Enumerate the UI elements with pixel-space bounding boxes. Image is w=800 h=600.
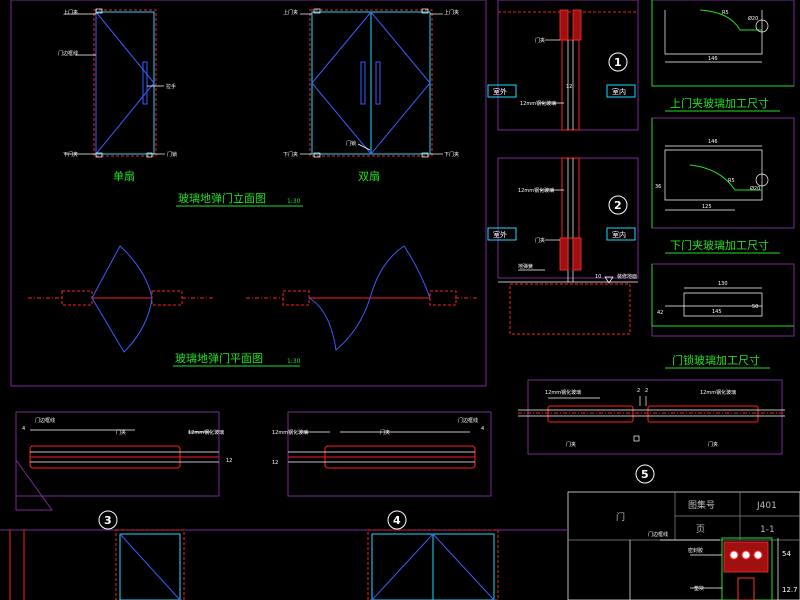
title-block-page-label: 页 xyxy=(696,524,705,535)
title-block-atlas-label: 图集号 xyxy=(688,499,715,511)
profile-seal-callout: 密封胶 xyxy=(688,547,703,554)
detail-3-glass-callout: 12mm钢化玻璃 xyxy=(188,429,224,436)
lock-glass-inner: 50 xyxy=(752,304,758,310)
detail-5-section xyxy=(518,379,785,455)
detail-3-clamp-callout: 门夹 xyxy=(116,429,126,436)
top-clamp-width: 146 xyxy=(708,56,718,62)
top-clamp-title: 上门夹玻璃加工尺寸 xyxy=(670,96,769,110)
profile-dim-a: 54 xyxy=(782,550,791,558)
detail-1-clamp-callout: 门夹 xyxy=(535,37,545,44)
profile-dim-b: 12.7 xyxy=(782,586,798,594)
detail-5-clamp-right: 门夹 xyxy=(708,441,718,448)
bottom-clamp-width: 146 xyxy=(708,139,718,145)
detail-3-dim: 12 xyxy=(226,458,232,464)
detail-1-marker xyxy=(608,52,628,72)
double-top-clamp-right-callout: 上门夹 xyxy=(444,9,459,16)
single-handle-callout: 拉手 xyxy=(166,83,176,90)
bottom-clamp-radius: R5 xyxy=(728,178,735,184)
detail-2-dim: 10 xyxy=(595,274,601,280)
detail-4-end: 4 xyxy=(481,426,484,432)
single-frame-edge-callout: 门边框线 xyxy=(58,50,78,57)
detail-4-glass-callout: 12mm钢化玻璃 xyxy=(272,429,308,436)
single-door-elevation xyxy=(64,8,165,158)
detail-2-inside-label: 室内 xyxy=(612,230,626,239)
detail-4-frame-callout: 门边框线 xyxy=(458,417,478,424)
detail-2-finish-callout: 装修地面 xyxy=(617,273,637,280)
detail-1-outside-tag xyxy=(487,84,517,98)
top-clamp-glass-drawing xyxy=(651,0,795,87)
detail-1-inside-tag xyxy=(606,84,636,98)
bottom-clamp-title: 下门夹玻璃加工尺寸 xyxy=(670,238,769,252)
detail-2-floor-callout: 地弹簧 xyxy=(518,263,533,270)
detail-4-marker xyxy=(387,510,407,530)
bottom-door-elevations xyxy=(0,529,568,600)
profile-part-callout: 垫块 xyxy=(694,585,704,592)
detail-3-end: 4 xyxy=(22,426,25,432)
detail-2-marker-number: 2 xyxy=(614,199,622,212)
detail-5-marker-number: 5 xyxy=(641,468,649,481)
detail-3-marker-number: 3 xyxy=(104,514,112,527)
bottom-clamp-glass-drawing xyxy=(651,117,795,229)
single-top-clamp-callout: 上门夹 xyxy=(63,9,78,16)
detail-5-marker xyxy=(635,464,655,484)
lock-glass-bottom: 145 xyxy=(712,309,722,315)
top-clamp-hole: Ø20 xyxy=(748,15,758,22)
detail-5-glass-callout: 12mm钢化玻璃 xyxy=(545,389,581,396)
detail-2-section xyxy=(497,157,639,335)
elevation-scale: 1:30 xyxy=(287,198,301,205)
title-block-atlas-no: J401 xyxy=(756,501,777,511)
title-block-name: 门 xyxy=(616,511,625,523)
detail-3-frame-callout: 门边框线 xyxy=(35,417,55,424)
lock-glass-title: 门锁玻璃加工尺寸 xyxy=(672,353,760,367)
lock-glass-height: 42 xyxy=(657,310,663,316)
detail-3-marker xyxy=(98,510,118,530)
detail-2-glass-callout: 12mm钢化玻璃 xyxy=(518,187,554,194)
detail-2-marker xyxy=(608,195,628,215)
detail-4-marker-number: 4 xyxy=(393,514,401,527)
plan-title: 玻璃地弹门平面图 xyxy=(175,351,263,365)
double-leaf-label: 双扇 xyxy=(358,169,380,183)
single-lock-callout: 门锁 xyxy=(167,151,177,158)
double-door-plan xyxy=(246,245,478,351)
lock-glass-top: 130 xyxy=(718,281,728,287)
detail-1-section xyxy=(497,0,639,131)
single-leaf-label: 单扇 xyxy=(113,169,135,183)
detail-4-clamp-callout: 门夹 xyxy=(380,429,390,436)
detail-5-clamp-left: 门夹 xyxy=(566,441,576,448)
plan-scale: 1:30 xyxy=(287,358,301,365)
detail-2-inside-tag xyxy=(606,227,636,241)
elevation-title: 玻璃地弹门立面图 xyxy=(178,191,266,205)
detail-5-gap2: 2 xyxy=(645,388,648,394)
elevation-plan-frame xyxy=(10,0,487,387)
lock-glass-drawing xyxy=(651,263,795,337)
bottom-clamp-hole: Ø20 xyxy=(750,185,760,192)
detail-5-gap: 2 xyxy=(637,388,640,394)
detail-1-glass-callout: 12mm钢化玻璃 xyxy=(520,100,556,107)
bottom-clamp-inner-width: 125 xyxy=(702,204,712,210)
detail-1-dim: 12 xyxy=(566,84,572,90)
detail-1-outside-label: 室外 xyxy=(493,87,507,96)
detail-3-section xyxy=(15,411,220,511)
single-door-plan xyxy=(28,245,213,353)
detail-2-outside-tag xyxy=(487,227,517,241)
profile-detail xyxy=(629,537,779,600)
detail-4-dim: 12 xyxy=(272,460,278,466)
top-clamp-radius: R5 xyxy=(722,10,729,16)
bottom-clamp-height: 36 xyxy=(655,184,661,190)
detail-1-inside-label: 室内 xyxy=(612,87,626,96)
detail-2-outside-label: 室外 xyxy=(493,230,507,239)
single-bottom-clamp-callout: 下门夹 xyxy=(63,151,78,158)
double-bottom-clamp-right-callout: 下门夹 xyxy=(444,151,459,158)
title-block-page-no: 1-1 xyxy=(760,525,775,535)
detail-1-marker-number: 1 xyxy=(614,56,622,69)
double-door-elevation xyxy=(300,8,443,158)
double-top-clamp-left-callout: 上门夹 xyxy=(283,9,298,16)
detail-2-clamp-callout: 门夹 xyxy=(535,237,545,244)
detail-4-section xyxy=(287,411,492,497)
profile-frame-callout: 门边框线 xyxy=(648,531,668,538)
detail-5-glass-callout-right: 12mm钢化玻璃 xyxy=(700,389,736,396)
double-lock-callout: 门锁 xyxy=(346,140,356,147)
double-bottom-clamp-left-callout: 下门夹 xyxy=(283,151,298,158)
